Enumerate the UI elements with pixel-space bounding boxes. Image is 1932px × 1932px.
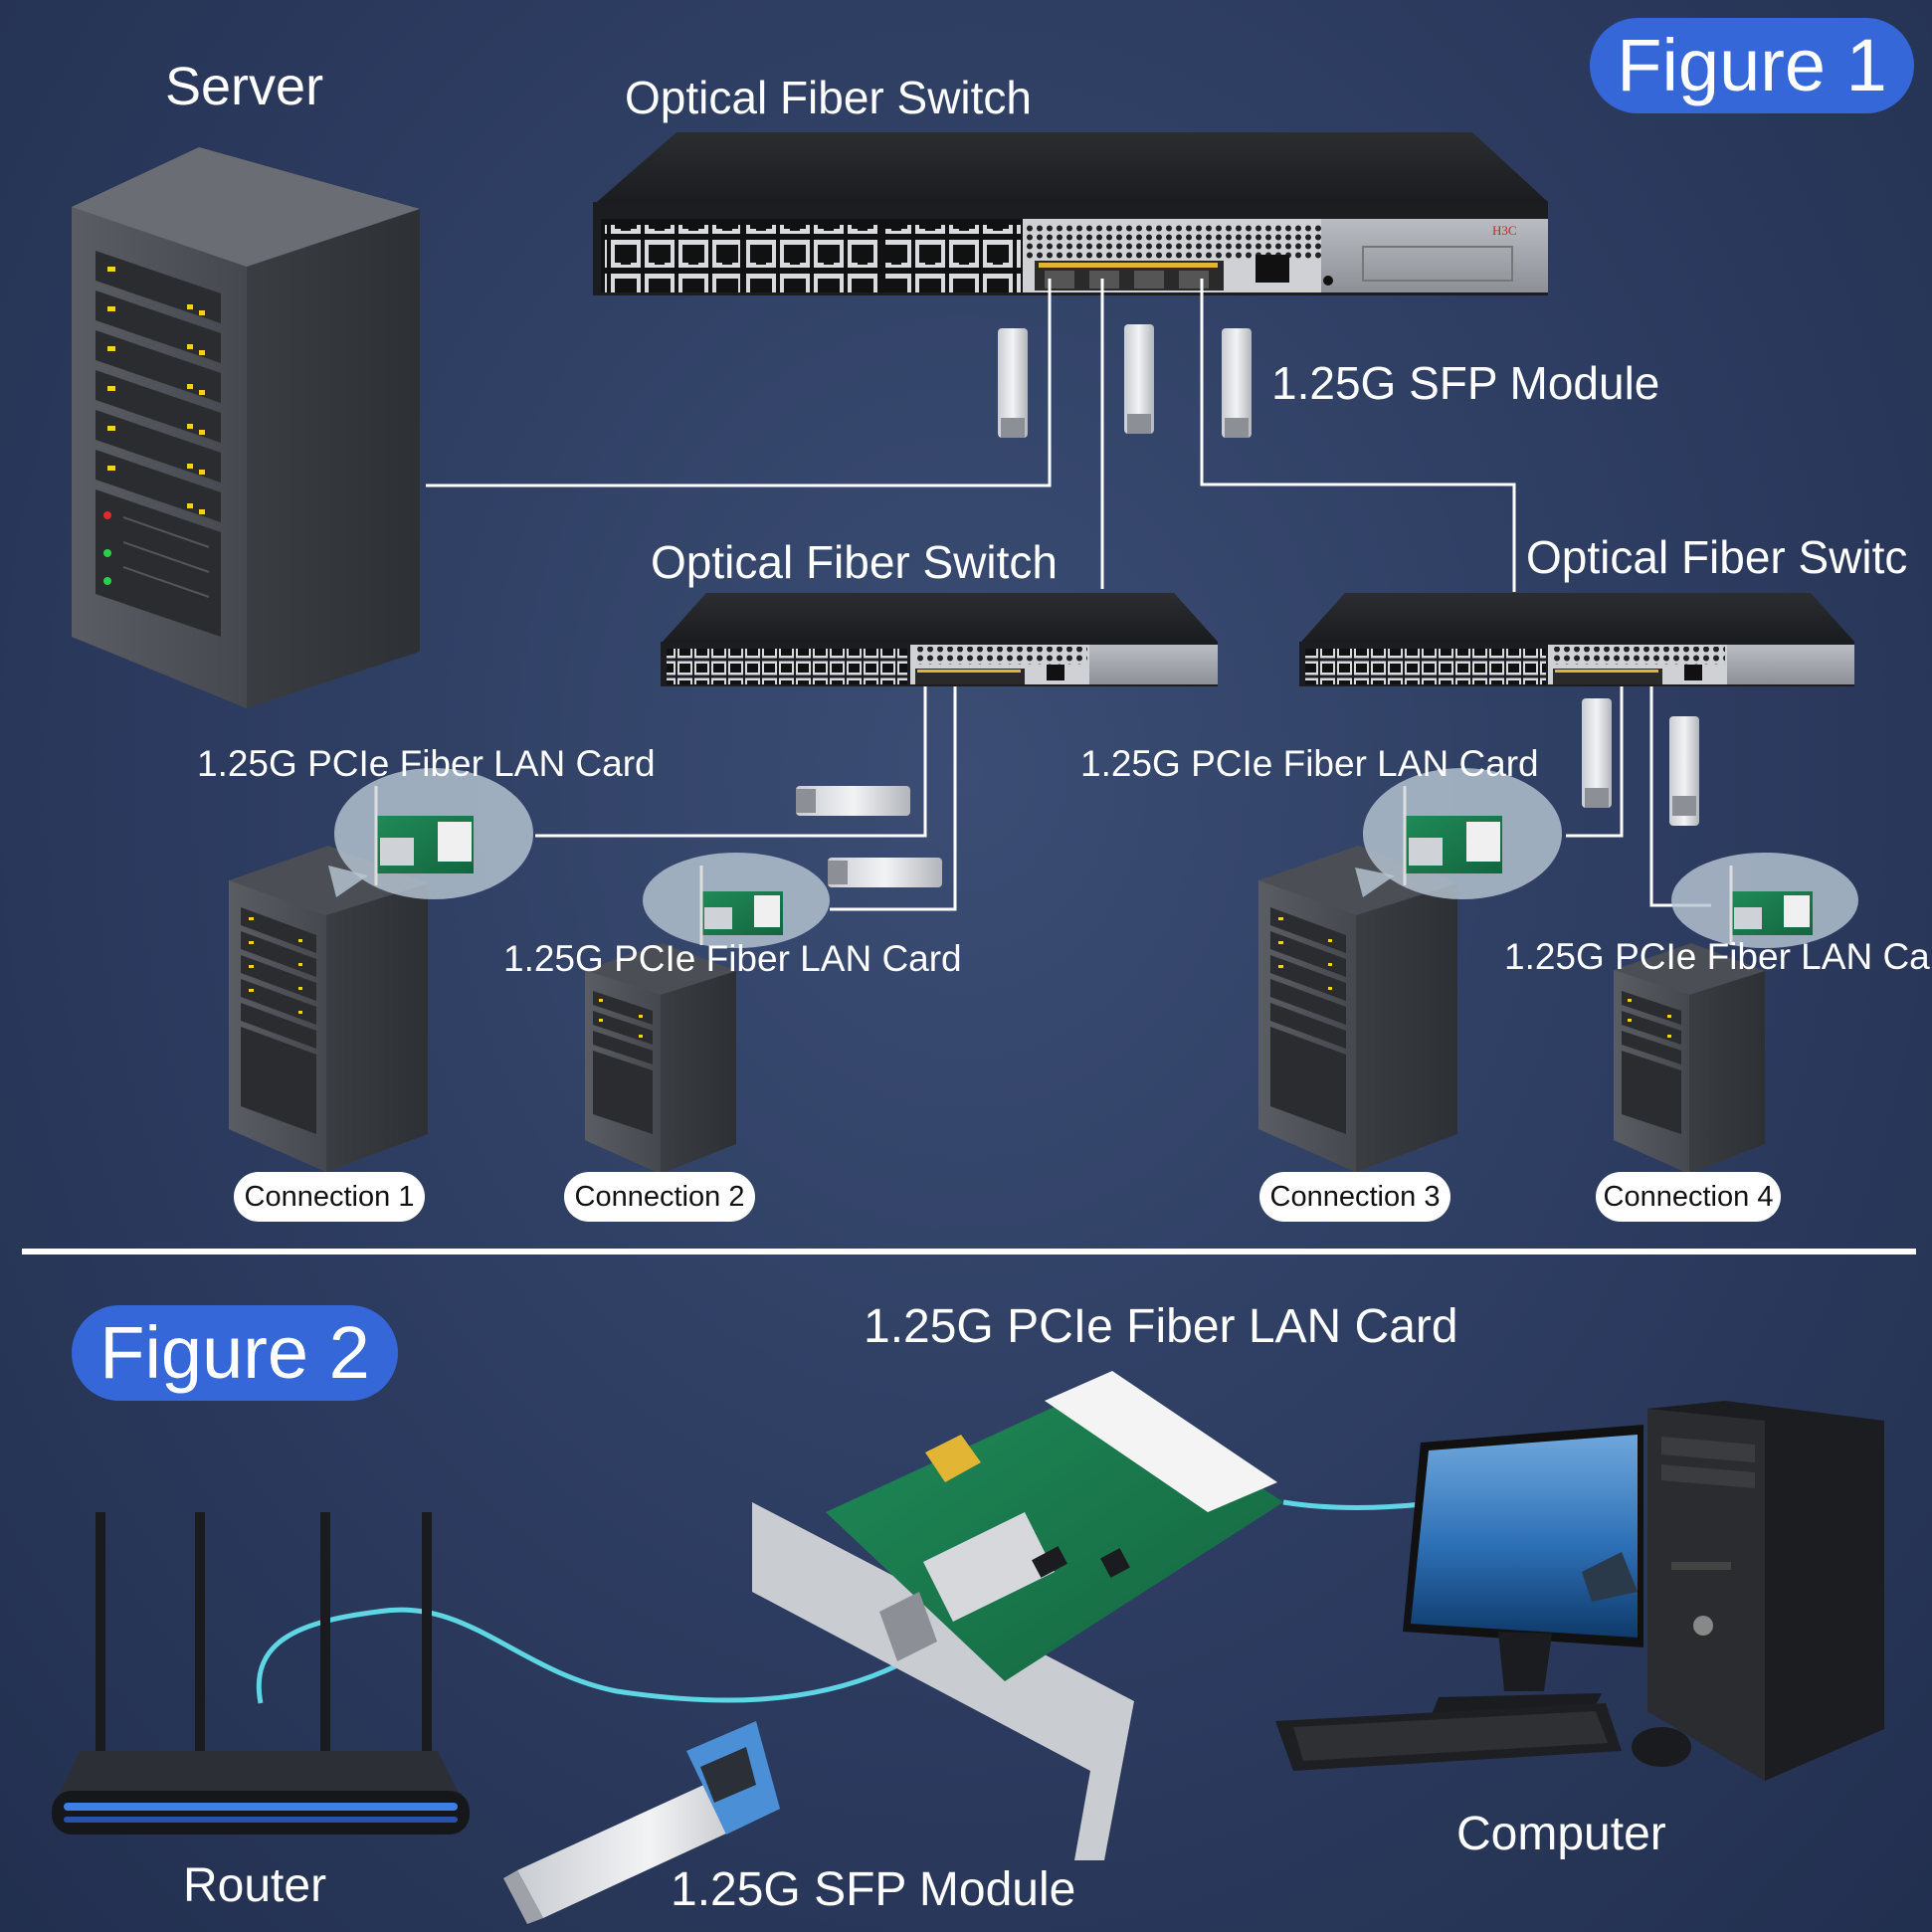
sfp-module-top-3 [1222, 328, 1252, 438]
client-server-2 [585, 943, 736, 1174]
right-switch-label: Optical Fiber Switc [1526, 531, 1908, 583]
ethernet-cables-fig2 [256, 1499, 1424, 1704]
computer-label: Computer [1456, 1808, 1666, 1860]
client-server-1 [229, 846, 428, 1172]
svg-text:H3C: H3C [1492, 223, 1517, 238]
sfp-module-left-2 [828, 858, 942, 887]
router [52, 1512, 470, 1835]
sfp-module-label: 1.25G SFP Module [1271, 357, 1660, 409]
main-switch-label: Optical Fiber Switch [625, 72, 1033, 123]
left-switch-label: Optical Fiber Switch [651, 536, 1059, 588]
fig2-sfp-label: 1.25G SFP Module [671, 1863, 1076, 1916]
card-label-3: 1.25G PCIe Fiber LAN Card [1080, 743, 1539, 784]
callout-card-2 [643, 853, 830, 948]
callout-card-3 [1355, 768, 1562, 899]
connection-2-badge: Connection 2 [564, 1172, 755, 1222]
sfp-module-top-2 [1124, 324, 1154, 434]
card-label-2: 1.25G PCIe Fiber LAN Card [503, 938, 962, 979]
sfp-module-top-1 [998, 328, 1028, 438]
callout-card-4 [1671, 853, 1858, 948]
connection-4-badge: Connection 4 [1596, 1172, 1781, 1222]
server-label: Server [165, 57, 324, 116]
main-fiber-switch: H3C [593, 132, 1548, 295]
keyboard [1275, 1703, 1622, 1771]
figure-divider [22, 1249, 1916, 1255]
client-server-3 [1258, 846, 1457, 1172]
server-tower [72, 147, 420, 708]
pcie-lan-card-fig2 [752, 1371, 1283, 1860]
client-server-4 [1614, 943, 1765, 1174]
router-label: Router [183, 1859, 327, 1912]
sfp-module-right-2 [1669, 716, 1699, 826]
card-label-4: 1.25G PCIe Fiber LAN Car [1504, 936, 1932, 977]
connection-3-badge: Connection 3 [1259, 1172, 1450, 1222]
fig2-card-label: 1.25G PCIe Fiber LAN Card [864, 1300, 1458, 1353]
figure-2-badge: Figure 2 [72, 1305, 398, 1401]
sfp-module-right-1 [1582, 698, 1612, 808]
fiber-cables-fig1 [426, 279, 1711, 911]
computer-monitor [1403, 1425, 1643, 1717]
right-fiber-switch [1299, 593, 1854, 686]
connection-1-badge: Connection 1 [234, 1172, 425, 1222]
mouse [1632, 1727, 1691, 1767]
left-fiber-switch [661, 593, 1218, 686]
computer-tower [1647, 1401, 1884, 1781]
card-label-1: 1.25G PCIe Fiber LAN Card [197, 743, 656, 784]
sfp-module-fig2 [503, 1721, 780, 1924]
figure-1-badge: Figure 1 [1590, 18, 1914, 113]
sfp-module-left-1 [796, 786, 910, 816]
callout-card-1 [328, 768, 533, 899]
